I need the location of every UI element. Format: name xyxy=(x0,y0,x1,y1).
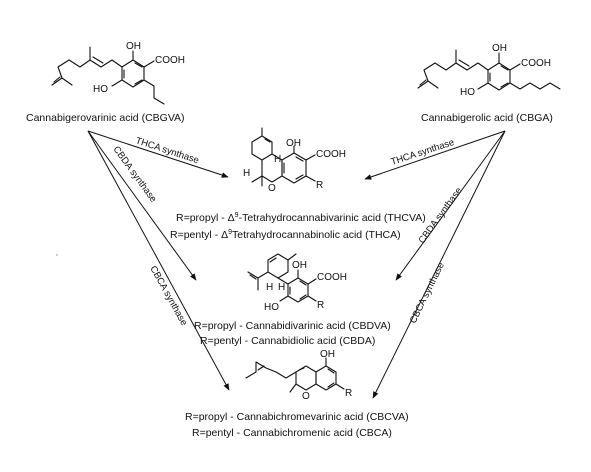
cbca-r-label: R xyxy=(345,388,352,399)
cbc-line-propyl: R=propyl - Cannabichromevarinic acid (CB… xyxy=(185,411,409,423)
cbd-line-propyl: R=propyl - Cannabidivarinic acid (CBDVA) xyxy=(194,320,391,332)
cbgva-oh-label: OH xyxy=(126,41,141,52)
arrow-cbgva-cbda xyxy=(87,130,197,281)
thc-line-pentyl: R=pentyl - Δ9Tetrahydrocannabinolic acid… xyxy=(170,229,401,241)
cbgva-structure xyxy=(51,46,165,256)
cbca-o-label: O xyxy=(302,391,310,402)
enzyme-cbca-left: CBCA synthase xyxy=(147,264,189,328)
enzyme-thca-right: THCA synthase xyxy=(390,137,456,168)
cbga-name: Cannabigerolic acid (CBGA) xyxy=(421,112,553,124)
arrow-cbga-cbca xyxy=(372,130,506,399)
cbca-structure xyxy=(245,357,345,393)
arrow-cbga-cbda xyxy=(395,130,506,281)
thca-r-label: R xyxy=(316,180,323,191)
cbgva-cooh-label: COOH xyxy=(155,55,185,66)
thc-line-propyl: R=propyl - Δ9-Tetrahydrocannabivarinic a… xyxy=(176,212,426,224)
arrow-cbgva-thca xyxy=(87,130,229,178)
thca-h2-label: H xyxy=(243,168,250,179)
thca-o-label: O xyxy=(268,183,276,194)
arrows xyxy=(87,130,506,399)
arrow-cbga-thca xyxy=(364,130,506,180)
thca-h1-label: H xyxy=(274,154,281,165)
cbda-oh-label: OH xyxy=(292,260,307,271)
cbga-oh-label: OH xyxy=(492,43,507,54)
cbda-h1-label: H xyxy=(266,282,273,293)
arrow-cbgva-cbca xyxy=(87,130,230,391)
cbgva-ho-label: HO xyxy=(93,84,108,95)
cbda-structure xyxy=(247,253,317,303)
cbga-structure xyxy=(417,49,561,91)
cbgva-name: Cannabigerovarinic acid (CBGVA) xyxy=(26,112,185,124)
cbc-line-pentyl: R=pentyl - Cannabichromenic acid (CBCA) xyxy=(192,427,392,439)
enzyme-cbca-right: CBCA synthase xyxy=(408,261,447,326)
cbda-r-label: R xyxy=(317,300,324,311)
cbda-cooh-label: COOH xyxy=(317,272,347,283)
cbd-line-pentyl: R=pentyl - Cannabidiolic acid (CBDA) xyxy=(200,335,375,347)
enzyme-thca-left: THCA synthase xyxy=(134,135,200,166)
cbga-ho-label: HO xyxy=(460,87,475,98)
thca-oh-label: OH xyxy=(286,138,301,149)
cbda-h2-label: H xyxy=(278,282,285,293)
thca-structure xyxy=(251,127,316,187)
thca-cooh-label: COOH xyxy=(316,149,346,160)
cbda-ho-label: HO xyxy=(264,302,279,313)
cbca-oh-label: OH xyxy=(320,349,335,360)
cbga-cooh-label: COOH xyxy=(521,58,551,69)
